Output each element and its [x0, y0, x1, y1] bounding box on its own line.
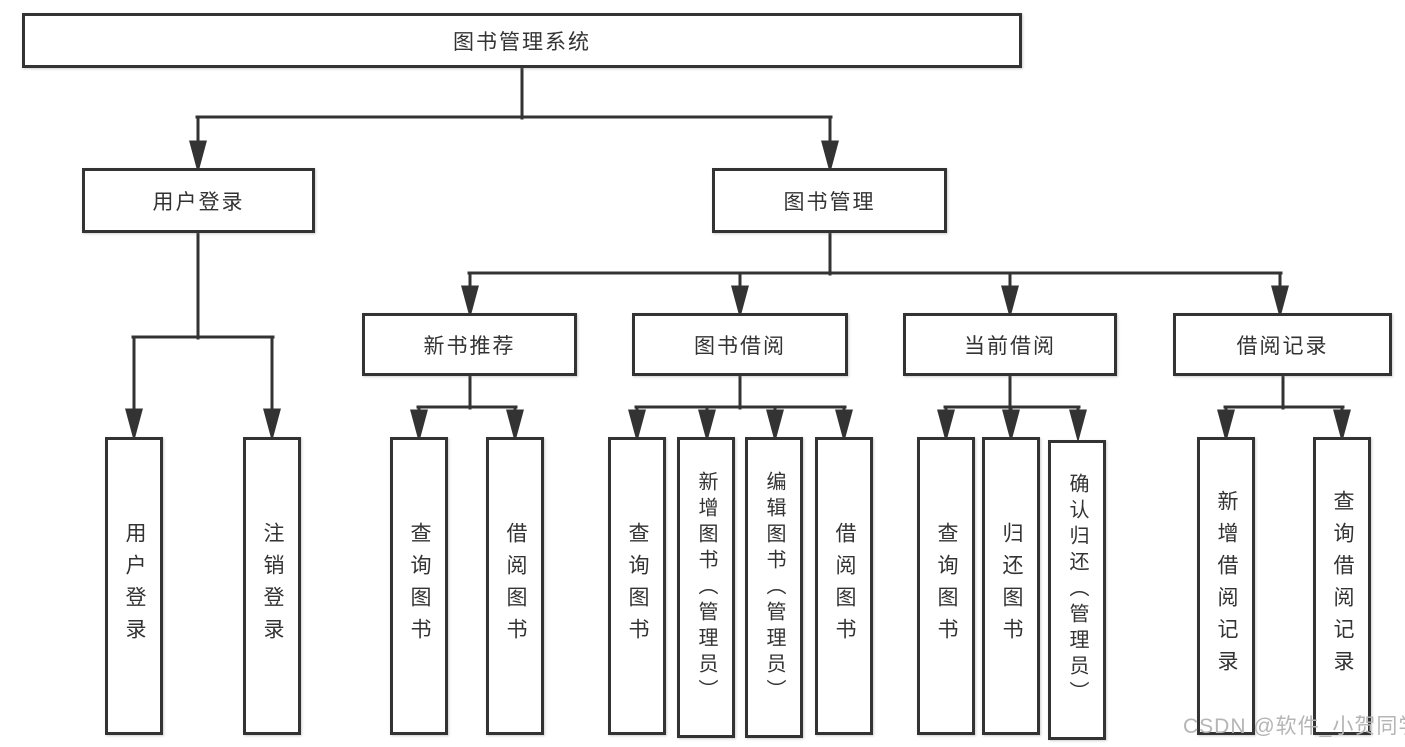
arrowhead-new-books [461, 285, 479, 319]
node-user-login: 用户登录 [82, 168, 315, 233]
arrowhead-edit-book [766, 409, 784, 443]
node-root-system: 图书管理系统 [22, 13, 1022, 68]
leaf-edit-book-admin-label: 编辑图书（管理员） [763, 470, 785, 705]
leaf-query-books-borrow-label: 查询图书 [626, 522, 649, 650]
leaf-borrow-books-label: 借阅图书 [833, 522, 856, 650]
arrowhead-leaf-logout [263, 408, 281, 442]
node-book-mgmt-label: 图书管理 [783, 190, 876, 214]
arrowhead-book-mgmt [821, 140, 839, 174]
arrowhead-current-borrow [1001, 285, 1019, 319]
leaf-logout-login: 注销登录 [243, 437, 301, 735]
node-root-label: 图书管理系统 [453, 30, 591, 54]
leaf-borrow-books-recommend: 借阅图书 [486, 437, 544, 735]
leaf-return-book: 归还图书 [982, 437, 1040, 735]
leaf-query-borrow-record: 查询借阅记录 [1313, 437, 1371, 735]
leaf-query-books-recommend: 查询图书 [390, 437, 448, 735]
node-new-book-recommend-label: 新书推荐 [423, 334, 516, 358]
leaf-logout-login-label: 注销登录 [261, 522, 284, 650]
node-borrow-records-label: 借阅记录 [1236, 334, 1329, 358]
leaf-add-book-admin-label: 新增图书（管理员） [695, 470, 717, 705]
leaf-confirm-return-admin: 确认归还（管理员） [1048, 440, 1106, 740]
leaf-add-borrow-record: 新增借阅记录 [1197, 437, 1255, 735]
node-book-mgmt: 图书管理 [712, 168, 947, 233]
arrowhead-query-books-2 [628, 409, 646, 443]
arrowhead-add-record [1217, 409, 1235, 443]
leaf-add-book-admin: 新增图书（管理员） [677, 437, 735, 738]
arrowhead-borrow-books-2 [835, 409, 853, 443]
arrowhead-leaf-user-login [125, 408, 143, 442]
csdn-watermark: CSDN @软件_小贺同学 [1183, 715, 1405, 738]
arrowhead-query-record [1333, 409, 1351, 443]
leaf-query-books-current: 查询图书 [917, 437, 975, 735]
leaf-return-book-label: 归还图书 [1000, 522, 1023, 650]
leaf-query-books-recommend-label: 查询图书 [408, 522, 431, 650]
arrowhead-query-books-1 [410, 409, 428, 443]
leaf-query-books-borrow: 查询图书 [608, 437, 666, 735]
arrowhead-add-book [698, 409, 716, 443]
node-book-borrow-label: 图书借阅 [694, 334, 786, 358]
leaf-user-login: 用户登录 [105, 437, 163, 735]
arrowhead-borrow-records [1271, 285, 1289, 319]
arrowhead-confirm-return [1069, 409, 1087, 443]
node-book-borrow: 图书借阅 [632, 313, 848, 376]
node-current-borrow-label: 当前借阅 [964, 334, 1056, 358]
leaf-query-borrow-record-label: 查询借阅记录 [1331, 490, 1354, 682]
arrowhead-book-borrow [731, 285, 749, 319]
leaf-borrow-books: 借阅图书 [815, 437, 873, 735]
node-current-borrow: 当前借阅 [903, 313, 1117, 376]
arrowhead-return-book [1002, 409, 1020, 443]
leaf-user-login-label: 用户登录 [123, 522, 146, 650]
node-new-book-recommend: 新书推荐 [362, 313, 577, 376]
arrowhead-borrow-books-1 [506, 409, 524, 443]
arrowhead-user-login [189, 140, 207, 174]
leaf-query-books-current-label: 查询图书 [935, 522, 958, 650]
leaf-confirm-return-admin-label: 确认归还（管理员） [1066, 473, 1088, 707]
leaf-edit-book-admin: 编辑图书（管理员） [745, 437, 803, 738]
leaf-borrow-books-recommend-label: 借阅图书 [504, 522, 527, 650]
node-user-login-label: 用户登录 [152, 190, 245, 214]
arrowhead-query-books-3 [937, 409, 955, 443]
leaf-add-borrow-record-label: 新增借阅记录 [1215, 490, 1238, 682]
node-borrow-records: 借阅记录 [1173, 313, 1392, 376]
